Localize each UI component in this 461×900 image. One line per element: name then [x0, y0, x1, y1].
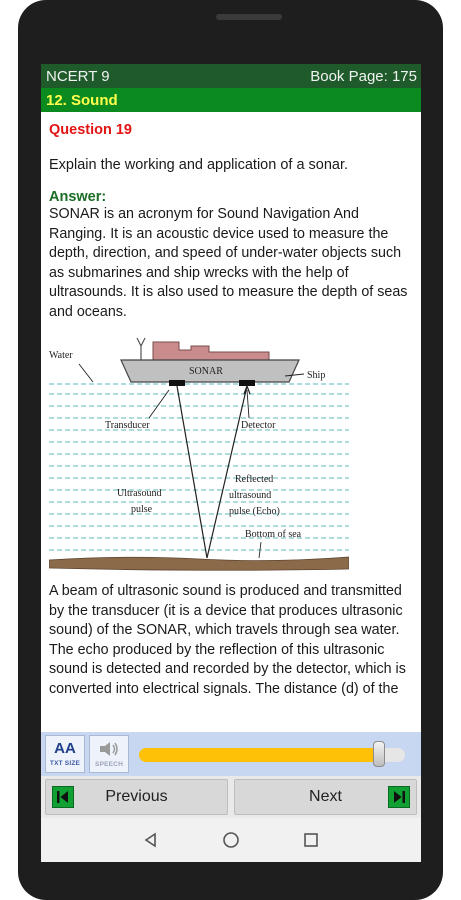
reflected-label-1: Reflected: [235, 474, 273, 485]
bottom-of-sea-label: Bottom of sea: [245, 529, 302, 540]
transducer-label: Transducer: [105, 420, 150, 431]
text-size-button[interactable]: AA TXT SIZE: [45, 735, 85, 773]
answer-paragraph-1: SONAR is an acronym for Sound Navigation…: [49, 206, 408, 320]
previous-button[interactable]: Previous: [45, 779, 228, 815]
next-label: Next: [309, 788, 342, 805]
previous-arrow-icon: [52, 786, 74, 808]
reader-controls: AA TXT SIZE SPEECH: [41, 732, 421, 776]
ultrasound-label-2: pulse: [131, 504, 153, 515]
answer-paragraph-2: A beam of ultrasonic sound is produced a…: [49, 583, 406, 697]
text-size-icon: AA: [54, 740, 76, 757]
slider-track: [139, 748, 405, 762]
text-size-caption: TXT SIZE: [49, 760, 81, 767]
sea-bottom: [49, 556, 349, 571]
next-arrow-icon: [388, 786, 410, 808]
reflected-label-2: ultrasound: [229, 490, 271, 501]
water-label: Water: [49, 350, 73, 361]
chapter-title: 12. Sound: [46, 91, 118, 109]
back-icon[interactable]: [143, 832, 159, 848]
speech-caption: SPEECH: [95, 761, 123, 768]
speech-progress-slider[interactable]: [139, 739, 405, 769]
water-lines: [49, 383, 349, 551]
sonar-label: SONAR: [189, 366, 223, 377]
detector-label: Detector: [241, 420, 276, 431]
transducer-block: [169, 380, 185, 386]
question-title: Question 19: [49, 122, 132, 138]
slider-thumb[interactable]: [372, 741, 385, 767]
question-text: Explain the working and application of a…: [49, 157, 349, 173]
ship-superstructure: [152, 341, 270, 361]
home-icon[interactable]: [222, 831, 240, 849]
detector-block: [239, 380, 255, 386]
chapter-title-bar: 12. Sound: [41, 88, 421, 112]
app-name: NCERT 9: [46, 67, 110, 85]
next-button[interactable]: Next: [234, 779, 417, 815]
speaker-grille: [216, 14, 282, 20]
app-screen: NCERT 9 Book Page: 175 12. Sound Questio…: [41, 64, 421, 862]
sonar-diagram: SONAR Water Ship Transducer Detector Ult…: [49, 337, 349, 571]
speech-button[interactable]: SPEECH: [89, 735, 129, 773]
answer-label: Answer:: [49, 189, 107, 205]
speaker-icon: [100, 742, 118, 756]
app-header: NCERT 9 Book Page: 175: [41, 64, 421, 88]
page-navigation: Previous Next: [41, 776, 421, 818]
system-navigation-bar: [41, 818, 421, 862]
reading-pane[interactable]: Question 19 Explain the working and appl…: [41, 112, 421, 776]
recents-icon[interactable]: [303, 832, 319, 848]
ship-hull: [120, 359, 300, 383]
book-page-label: Book Page: 175: [310, 67, 417, 85]
slider-fill: [139, 748, 384, 762]
ship-label: Ship: [307, 370, 325, 381]
reflected-label-3: pulse (Echo): [229, 506, 280, 517]
previous-label: Previous: [105, 788, 168, 805]
ultrasound-label-1: Ultrasound: [117, 488, 161, 499]
